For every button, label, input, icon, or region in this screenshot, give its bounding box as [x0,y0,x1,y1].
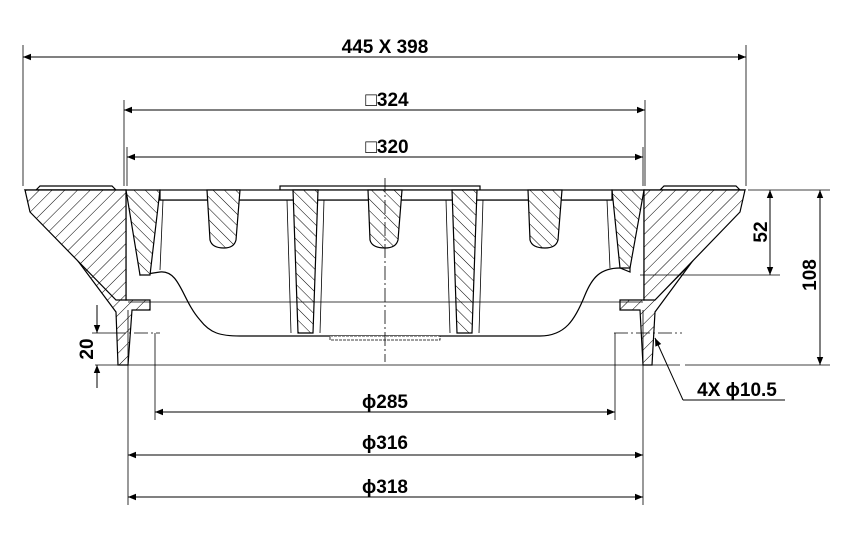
square-324-label: □324 [365,90,409,111]
diameter-316-dimension: ϕ316 [128,433,643,459]
diameter-318-dimension: ϕ318 [128,477,643,501]
square-320-dimension: □320 [126,137,644,186]
height-20-dimension: 20 [77,305,101,388]
diameter-285-label: ϕ285 [362,392,408,413]
overall-dimension-label: 445 X 398 [342,37,429,58]
diameter-285-dimension: ϕ285 [155,392,615,416]
height-20-label: 20 [77,338,98,359]
height-52-label: 52 [751,221,772,242]
height-108-label: 108 [800,259,821,291]
holes-label: 4X ϕ10.5 [697,380,777,401]
overall-dimension: 445 X 398 [22,37,747,186]
height-108-dimension: 108 [800,190,824,365]
square-324-dimension: □324 [123,90,646,186]
height-52-dimension: 52 [751,190,774,275]
holes-callout: 4X ϕ10.5 [654,337,785,401]
diameter-318-label: ϕ318 [362,477,408,498]
square-320-label: □320 [365,137,408,158]
part-section [23,178,747,366]
diameter-316-label: ϕ316 [362,433,408,454]
